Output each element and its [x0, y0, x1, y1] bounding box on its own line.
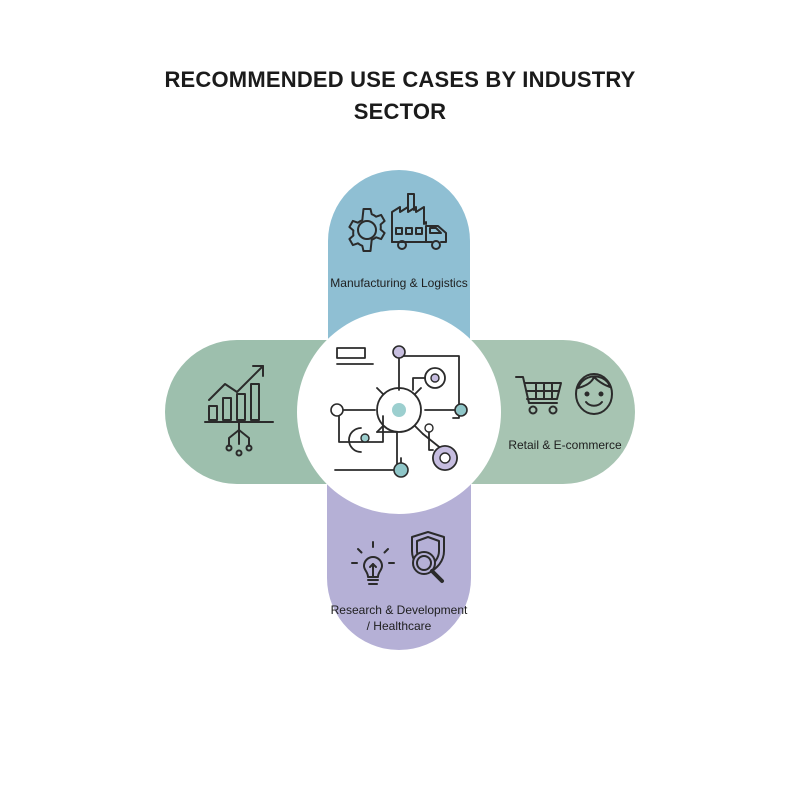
sector-label-research-line-2: / Healthcare: [366, 619, 432, 633]
lightbulb-icon: [351, 541, 395, 585]
sector-label-research: Research & Development / Healthcare: [318, 602, 480, 634]
page-title: RECOMMENDED USE CASES BY INDUSTRY SECTOR: [0, 64, 800, 128]
network-accent-dots: [330, 345, 468, 478]
growth-chart-icon: [204, 365, 274, 457]
network-hub-icon: [330, 345, 468, 478]
sector-label-manufacturing: Manufacturing & Logistics: [330, 276, 468, 290]
factory-truck-icon: [391, 193, 447, 250]
title-line-1: RECOMMENDED USE CASES BY INDUSTRY: [164, 67, 636, 92]
smiley-face-icon: [575, 373, 613, 415]
gear-icon: [348, 208, 386, 252]
sector-label-retail: Retail & E-commerce: [508, 438, 622, 452]
shield-magnifier-icon: [411, 531, 445, 583]
sector-label-research-line-1: Research & Development: [330, 603, 468, 617]
title-line-2: SECTOR: [353, 99, 447, 124]
shopping-cart-icon: [515, 376, 562, 415]
